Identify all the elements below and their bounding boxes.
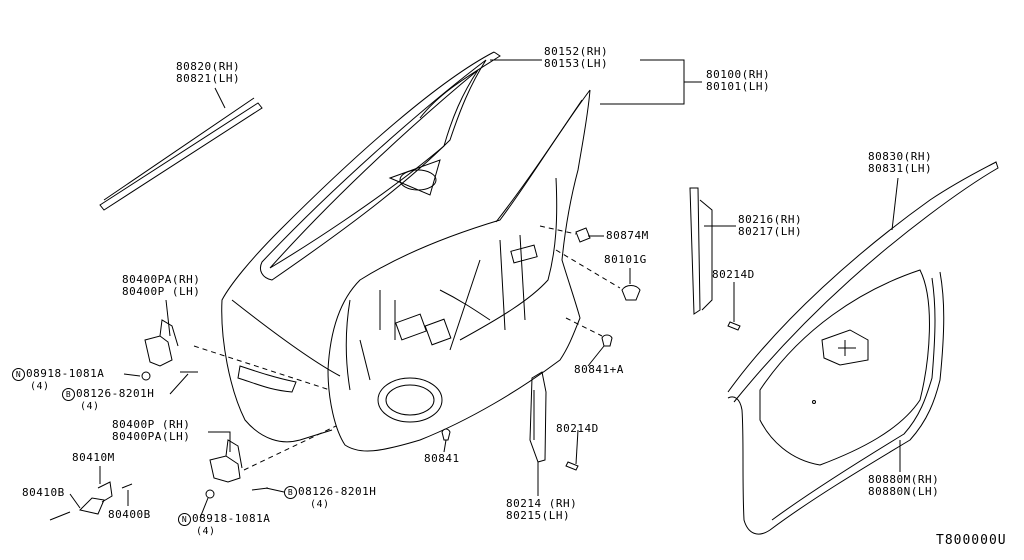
sash-channel — [689, 187, 713, 315]
label-80214: 80214 (RH)80215(LH) — [506, 497, 578, 522]
label-80410b: 80410B — [22, 486, 65, 499]
label-80101g: 80101G — [604, 253, 647, 266]
door-outer-panel — [221, 51, 501, 443]
bolt-symbol-icon: B — [284, 486, 297, 499]
leader-lines — [69, 59, 901, 519]
label-80820: 80820(RH)80821(LH) — [176, 60, 241, 85]
door-inner-frame — [327, 89, 591, 452]
hinge-lower — [205, 439, 269, 499]
label-80214d-upper: 80214D — [712, 268, 755, 281]
label-80841: 80841 — [424, 452, 460, 465]
label-80214d-lower: 80214D — [556, 422, 599, 435]
label-80874m: 80874M — [606, 229, 649, 242]
bolt-symbol-icon: B — [62, 388, 75, 401]
door-weatherstrip — [727, 161, 999, 535]
nut-symbol-icon: N — [178, 513, 191, 526]
label-80216: 80216(RH)80217(LH) — [738, 213, 803, 238]
hinge-upper — [141, 319, 198, 381]
outer-weatherstrip — [99, 97, 263, 211]
diagram-code: T800000U — [936, 533, 1007, 548]
label-80400p-lower: 80400P (RH)80400PA(LH) — [112, 418, 191, 443]
label-80880: 80880M(RH)80880N(LH) — [868, 473, 940, 498]
door-check — [49, 481, 133, 521]
label-80830: 80830(RH)80831(LH) — [868, 150, 933, 175]
label-80400b: 80400B — [108, 508, 151, 521]
label-80152: 80152(RH)80153(LH) — [544, 45, 609, 70]
nut-symbol-icon: N — [12, 368, 25, 381]
label-80400pa-upper: 80400PA(RH)80400P (LH) — [122, 273, 201, 298]
label-80841a: 80841+A — [574, 363, 624, 376]
lower-rail — [529, 371, 547, 463]
label-80100: 80100(RH)80101(LH) — [706, 68, 771, 93]
fasteners — [441, 227, 816, 471]
assembly-dashes — [180, 225, 621, 471]
label-80410m: 80410M — [72, 451, 115, 464]
